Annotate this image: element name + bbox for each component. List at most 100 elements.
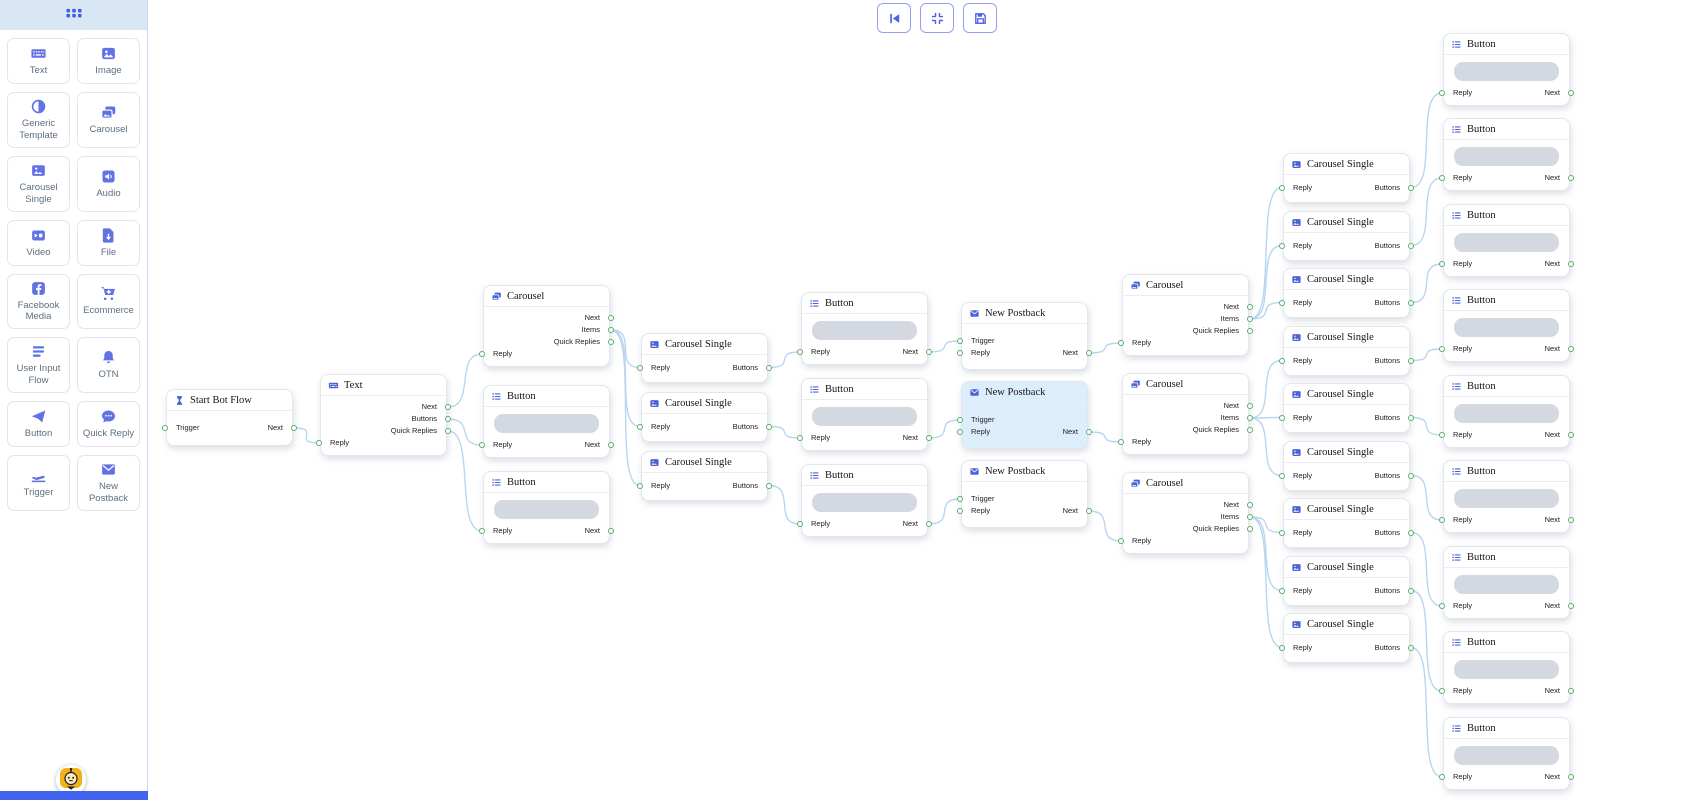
port-dot[interactable] [1439,261,1445,267]
port-dot[interactable] [1439,774,1445,780]
port-dot[interactable] [1279,414,1285,421]
port-dot[interactable] [316,440,322,446]
port-dot[interactable] [1568,346,1574,352]
sidebar-item-button[interactable]: Button [7,401,70,447]
port-dot[interactable] [479,442,485,448]
port-dot[interactable] [1568,774,1574,780]
port-dot[interactable] [1086,508,1092,514]
port-dot[interactable] [797,521,803,527]
port-dot[interactable] [957,338,963,344]
port-dot[interactable] [1408,472,1414,479]
port-dot[interactable] [1568,603,1574,609]
port-dot[interactable] [926,435,932,441]
port-dot[interactable] [608,315,614,321]
sidebar-item-quick-reply[interactable]: Quick Reply [77,401,140,447]
port-dot[interactable] [608,339,614,345]
port-dot[interactable] [1408,587,1414,594]
fit-view-button[interactable] [920,3,954,33]
port-dot[interactable] [1439,603,1445,609]
sidebar-item-facebook-media[interactable]: Facebook Media [7,273,70,330]
port-dot[interactable] [766,364,772,371]
port-dot[interactable] [608,528,614,534]
port-dot[interactable] [1408,357,1414,364]
sidebar-item-new-postback[interactable]: New Postback [77,455,140,511]
port-dot[interactable] [1279,529,1285,536]
port-dot[interactable] [1439,517,1445,523]
port-dot[interactable] [957,496,963,502]
port-dot[interactable] [1568,432,1574,438]
port-dot[interactable] [957,417,963,423]
port-dot[interactable] [766,482,772,489]
port-dot[interactable] [1439,688,1445,694]
port-dot[interactable] [1279,644,1285,651]
port-dot[interactable] [1568,175,1574,181]
port-dot[interactable] [445,404,451,410]
port-dot[interactable] [957,429,963,435]
port-dot[interactable] [1408,644,1414,651]
port-dot[interactable] [1247,304,1253,310]
port-dot[interactable] [1568,688,1574,694]
sidebar-item-carousel[interactable]: Carousel [77,92,140,148]
port-dot[interactable] [1247,514,1253,520]
sidebar-item-carousel-single[interactable]: Carousel Single [7,155,70,212]
port-dot[interactable] [1118,538,1124,544]
port-dot[interactable] [1439,175,1445,181]
port-dot[interactable] [608,442,614,448]
bot-mascot[interactable] [56,765,86,795]
port-dot[interactable] [479,351,485,357]
port-dot[interactable] [1118,439,1124,445]
port-dot[interactable] [766,423,772,430]
port-dot[interactable] [957,508,963,514]
port-dot[interactable] [1279,472,1285,479]
port-dot[interactable] [445,416,451,422]
port-dot[interactable] [637,364,643,371]
save-button[interactable] [963,3,997,33]
port-dot[interactable] [797,349,803,355]
port-dot[interactable] [1247,502,1253,508]
port-dot[interactable] [1439,90,1445,96]
port-dot[interactable] [1247,316,1253,322]
port-dot[interactable] [608,327,614,333]
sidebar-item-video[interactable]: Video [7,219,70,266]
port-dot[interactable] [1247,415,1253,421]
port-dot[interactable] [1408,299,1414,306]
port-dot[interactable] [1408,184,1414,191]
port-dot[interactable] [1247,328,1253,334]
sidebar-item-text[interactable]: Text [7,38,70,84]
port-dot[interactable] [1279,587,1285,594]
port-dot[interactable] [1568,90,1574,96]
skip-to-start-button[interactable] [877,3,911,33]
port-dot[interactable] [1408,529,1414,536]
port-dot[interactable] [1247,403,1253,409]
port-dot[interactable] [291,425,297,431]
port-dot[interactable] [1279,184,1285,191]
sidebar-item-image[interactable]: Image [77,38,140,84]
